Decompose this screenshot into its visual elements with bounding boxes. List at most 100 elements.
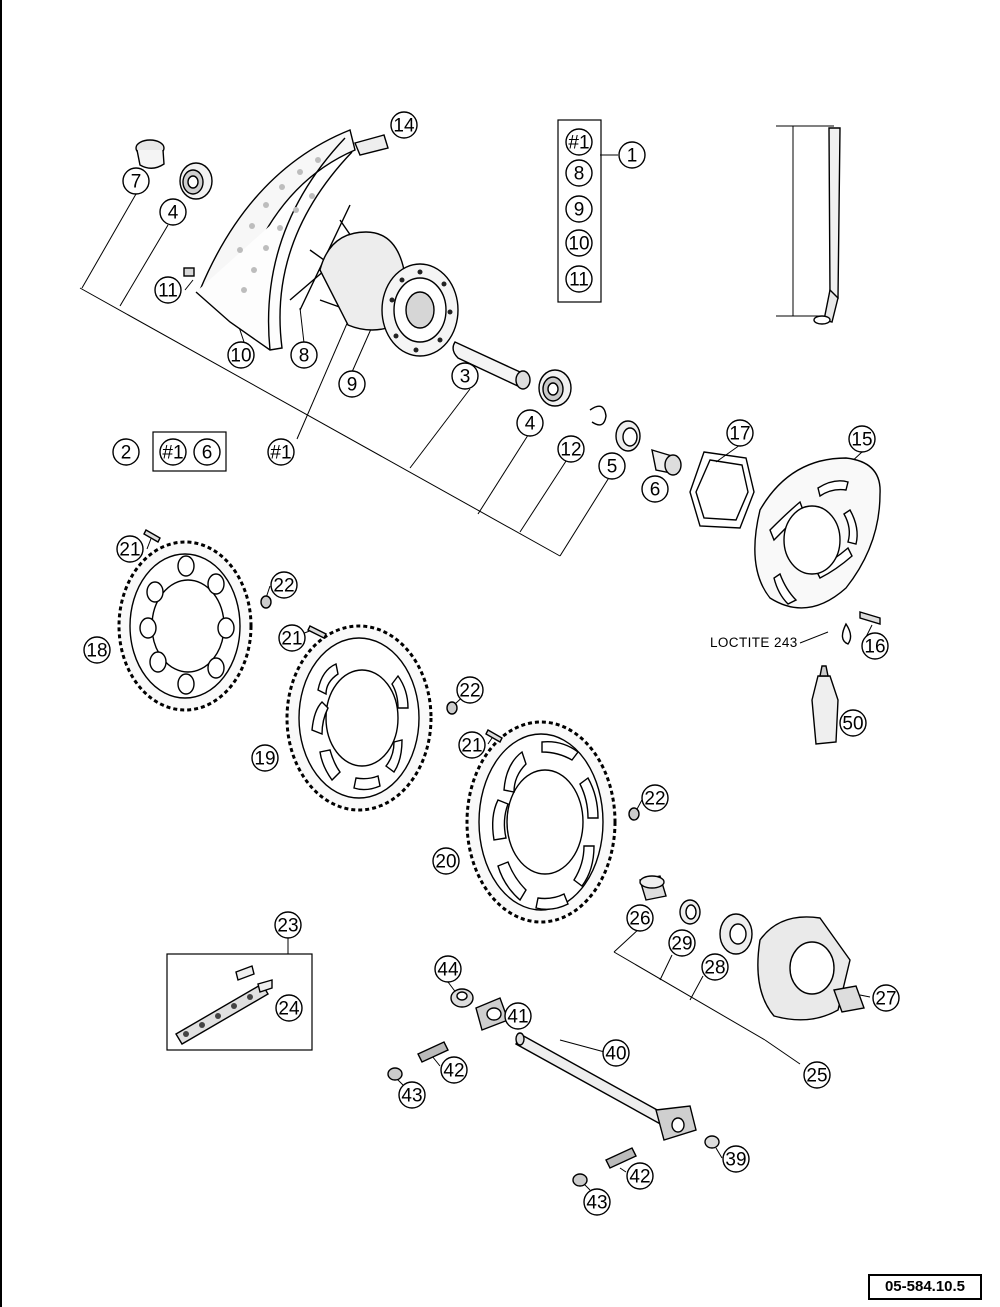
callout-c22a: 22 [270,571,298,599]
callout-c17-label: 17 [729,424,750,445]
callout-c21b-circle [278,624,306,652]
brake-disc-15 [754,457,881,609]
bolt-16 [841,611,881,645]
callout-c15-circle [848,425,876,453]
callout-c41: 41 [504,1002,532,1030]
callout-c9-label: 9 [347,375,358,396]
callout-c20: 20 [432,847,460,875]
callout-c21c-label: 21 [461,736,482,757]
callout-c29-label: 29 [671,934,692,955]
kit2-box-outline [152,431,227,472]
callout-c43a-label: 43 [401,1086,422,1107]
callout-cH2-circle [267,438,295,466]
callout-c43b: 43 [583,1188,611,1216]
callout-c3-label: 3 [460,367,471,388]
kit-box-layer: #1 8 9 10 11 #1 [159,128,593,466]
kit2-item-s1-circle [159,438,187,466]
spacer-6 [651,448,682,476]
callout-c19-circle [251,744,279,772]
callout-c20-circle [432,847,460,875]
callout-c18-label: 18 [86,641,107,662]
callout-c5-label: 5 [607,457,618,478]
callout-c21a: 21 [116,535,144,563]
callout-c44-circle [434,955,462,983]
callout-c43a: 43 [398,1081,426,1109]
callout-c27-circle [872,984,900,1012]
callout-c25-circle [803,1061,831,1089]
callout-c8: 8 [290,341,318,369]
sprocket-carrier-25 [757,916,851,1021]
nut-44 [450,988,474,1008]
callout-c6a: 6 [641,475,669,503]
callout-c28-circle [701,953,729,981]
cap-39 [704,1135,720,1149]
callout-c19-label: 19 [254,749,275,770]
nut-22-b [446,701,458,715]
callout-c4a: 4 [159,198,187,226]
kit-item-k10: 10 [565,229,593,257]
callout-c12-label: 12 [560,440,581,461]
callout-c6b-circle [193,438,221,466]
callout-c26: 26 [626,904,654,932]
callout-c11-label: 11 [158,281,178,302]
callout-c8-circle [290,341,318,369]
callout-c10: 10 [227,341,255,369]
callout-c42b-label: 42 [629,1167,650,1188]
chain-adjuster-41 [475,997,509,1031]
loctite-note: LOCTITE 243 [710,635,798,650]
callout-c25-label: 25 [806,1066,827,1087]
callout-c12: 12 [557,435,585,463]
callout-c14: 14 [390,111,418,139]
callout-c22c: 22 [641,784,669,812]
callout-c43b-circle [583,1188,611,1216]
kit-item-k9: 9 [565,195,593,223]
seal-29 [679,899,701,925]
callout-c21c-circle [458,731,486,759]
box-outlines [152,119,602,1051]
callout-c2: 2 [112,438,140,466]
loctite-bottle-50 [811,665,839,745]
bearing-28 [719,913,753,955]
callout-c24: 24 [275,994,303,1022]
callout-c23: 23 [274,911,302,939]
callout-c11-circle [154,276,182,304]
page-frame-line [0,0,2,1307]
callout-c21a-label: 21 [119,540,140,561]
callout-c23-label: 23 [277,916,298,937]
damper-27 [833,985,865,1013]
callout-c22a-label: 22 [273,576,294,597]
sprocket-20 [465,720,617,924]
callout-c21c: 21 [458,731,486,759]
callout-c4b: 4 [516,409,544,437]
spoke-drawing [813,127,841,325]
rim-lock-11 [183,267,195,277]
callout-c14-circle [390,111,418,139]
bolt-21-b [307,625,327,639]
hub-9 [319,231,459,357]
callout-c2-label: 2 [121,443,132,464]
callout-c5: 5 [598,452,626,480]
gasket-17 [689,451,755,529]
callout-c3-circle [451,362,479,390]
callout-c1: 1 [618,141,646,169]
bearing-4-top [179,162,213,200]
kit-item-k9-label: 9 [574,200,585,221]
spring-42-a [417,1041,449,1063]
bearing-4-lower [538,369,572,407]
callout-c25: 25 [803,1061,831,1089]
kit2-item-s1: #1 [159,438,187,466]
callout-c24-circle [275,994,303,1022]
chain-23 [175,983,269,1045]
callout-c43a-circle [398,1081,426,1109]
kit-box-outline [557,119,602,303]
callout-c16: 16 [861,632,889,660]
callout-c39-circle [722,1145,750,1173]
kit-item-k1: #1 [565,128,593,156]
callout-c7-circle [122,167,150,195]
callout-c41-label: 41 [507,1007,528,1028]
callout-c22a-circle [270,571,298,599]
callout-c14-label: 14 [393,116,415,137]
nut-22-c [628,807,640,821]
callout-c40: 40 [602,1039,630,1067]
